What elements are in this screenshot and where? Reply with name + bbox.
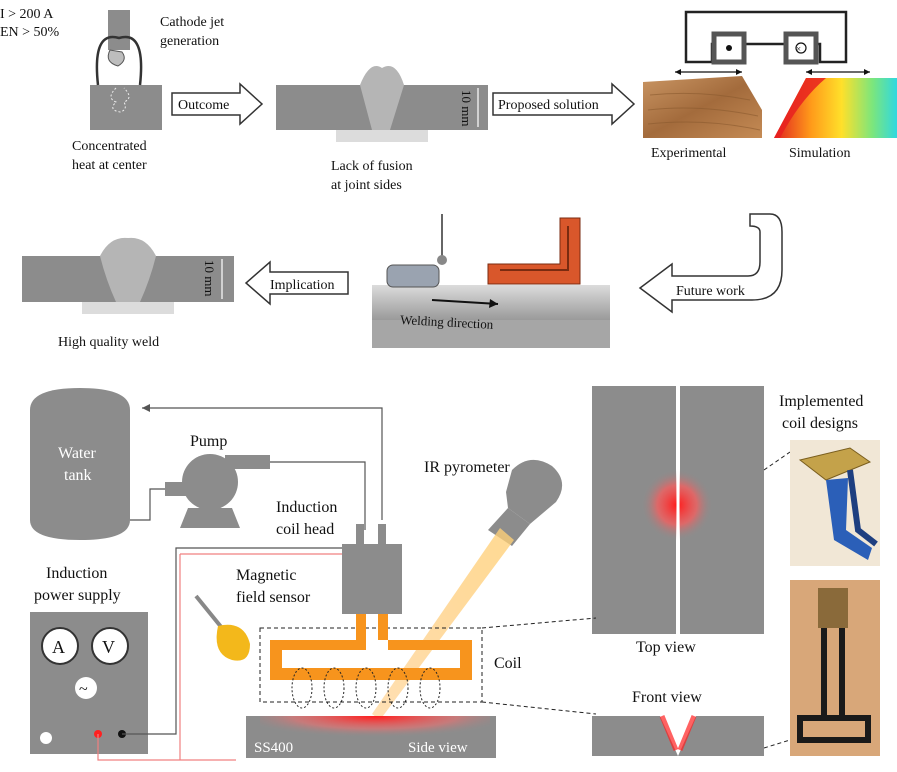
future-work-arrow: Future work <box>638 213 783 314</box>
future-work-setup: Welding direction <box>372 214 610 348</box>
arc-torch-schematic <box>90 10 162 130</box>
side-view-label: Side view <box>408 740 468 756</box>
black-wire <box>122 547 342 735</box>
ac-source-icon <box>75 677 97 699</box>
coil-3d-icon <box>487 217 581 285</box>
implemented-label-1: Implemented <box>779 393 863 410</box>
water-tank-label-1: Water <box>58 445 96 462</box>
top-view-label: Top view <box>636 639 696 656</box>
front-view-plates <box>592 715 764 756</box>
switch-icon <box>40 732 52 744</box>
coil-head-label-1: Induction <box>276 499 337 516</box>
cathode-jet-icon <box>107 49 125 67</box>
power-supply-label-1: Induction <box>46 565 107 582</box>
fusion-label-1: Lack of fusion <box>331 159 413 174</box>
top-view-plates <box>592 386 764 634</box>
arc-outline <box>95 35 143 86</box>
coil-label: Coil <box>494 655 522 672</box>
coil-box <box>259 627 483 703</box>
heat-label-2: heat at center <box>72 158 147 173</box>
coil-schematic-top: × <box>684 10 848 65</box>
electrode-icon <box>108 10 130 50</box>
ammeter-label: A <box>52 637 65 657</box>
cathode-label-2: generation <box>160 34 219 49</box>
svg-text:×: × <box>796 44 801 54</box>
cathode-label-1: Cathode jet <box>160 15 224 30</box>
voltmeter-label: V <box>102 637 115 657</box>
pump-label: Pump <box>190 433 227 450</box>
backing-bar-2 <box>336 130 428 142</box>
current-label-2: EN > 50% <box>0 25 60 40</box>
return-pipe <box>142 404 383 520</box>
water-tank: Water tank <box>30 388 130 540</box>
weld-bead-2 <box>360 66 404 130</box>
coil-head-label-2: coil head <box>276 521 334 538</box>
experimental-photo <box>643 69 762 138</box>
outcome-label: Outcome <box>178 98 229 113</box>
weld-bead-3 <box>100 237 156 302</box>
ir-pyrometer-label: IR pyrometer <box>424 459 510 476</box>
connector-line-2 <box>481 701 597 715</box>
front-view-label: Front view <box>632 689 702 706</box>
proposed-solution-arrow: Proposed solution <box>492 82 636 126</box>
red-wire <box>97 734 236 761</box>
outcome-arrow: Outcome <box>171 82 264 126</box>
high-quality-label: High quality weld <box>58 335 159 350</box>
weld-plate-1 <box>90 85 162 130</box>
implemented-label-2: coil designs <box>782 415 858 432</box>
connector-line-4 <box>763 739 791 749</box>
high-quality-weld: 10 mm <box>22 237 234 314</box>
backing-bar-3 <box>82 302 174 314</box>
current-label-1: I > 200 A <box>0 7 54 22</box>
water-tank-label-2: tank <box>64 467 92 484</box>
implication-arrow: Implication <box>244 260 349 306</box>
sensor-label-2: field sensor <box>236 589 311 606</box>
fusion-label-2: at joint sides <box>331 178 402 193</box>
experimental-label: Experimental <box>651 146 727 161</box>
penetration-outline <box>110 87 130 113</box>
heat-label-1: Concentrated <box>72 139 147 154</box>
ammeter-icon <box>41 627 79 665</box>
future-work-label: Future work <box>676 284 745 299</box>
voltmeter-icon <box>91 627 129 665</box>
lack-of-fusion-weld: 10 mm <box>276 66 488 142</box>
thickness-label-2: 10 mm <box>202 260 217 296</box>
power-supply-label-2: power supply <box>34 587 121 604</box>
torch-cylinder <box>386 264 440 288</box>
sensor-label-1: Magnetic <box>236 567 296 584</box>
pump-icon <box>130 454 366 530</box>
connector-line-3 <box>763 451 791 471</box>
simulation-plot <box>774 69 897 138</box>
coil-icon <box>270 614 472 680</box>
power-supply-unit: A V ~ <box>30 612 148 754</box>
thickness-label-1: 10 mm <box>459 90 474 126</box>
proposed-solution-label: Proposed solution <box>498 98 599 113</box>
connector-line-1 <box>481 617 597 629</box>
side-view-plate: SS400 Side view <box>246 716 496 758</box>
ac-symbol: ~ <box>79 681 88 698</box>
material-label: SS400 <box>254 740 293 756</box>
coil-photo-1 <box>790 440 880 566</box>
welding-direction-label: Welding direction <box>400 312 494 332</box>
coil-photo-2 <box>790 580 880 756</box>
coil-head-icon <box>342 524 402 614</box>
magnetic-sensor-icon <box>194 594 250 661</box>
implication-label: Implication <box>270 278 335 293</box>
simulation-label: Simulation <box>789 146 850 161</box>
welding-direction-arrow <box>431 299 499 305</box>
magnetic-field-lines <box>291 667 441 709</box>
